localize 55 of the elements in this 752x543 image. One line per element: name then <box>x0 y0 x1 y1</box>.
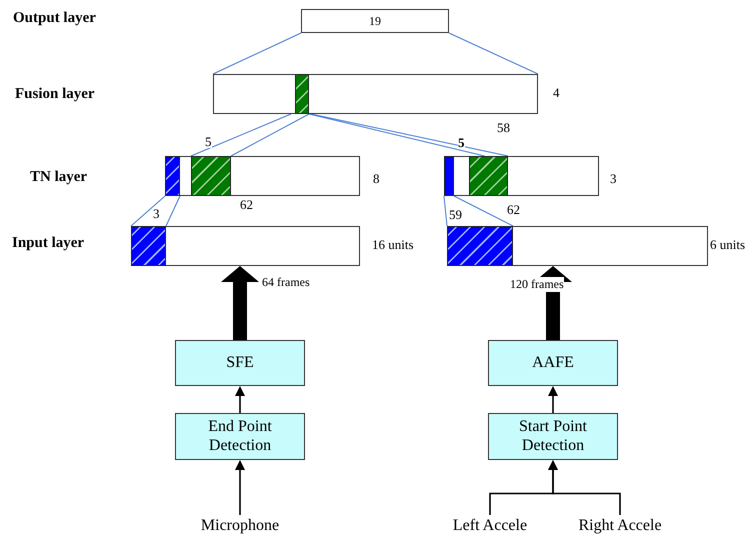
process-box <box>488 340 618 386</box>
source-label: Microphone <box>190 515 290 537</box>
hatched-unit-block <box>446 226 513 266</box>
block-arrow <box>221 266 259 340</box>
connection-line <box>448 32 538 74</box>
connection-line <box>230 114 310 156</box>
unit-count: 5 <box>458 136 464 149</box>
layer-box <box>165 156 360 196</box>
process-label: Start Point Detection <box>518 418 588 455</box>
layer-box <box>213 74 538 114</box>
source-label: Left Accele <box>440 515 540 537</box>
connection-line <box>454 196 514 226</box>
connection-line <box>212 32 302 74</box>
unit-count: 6 units <box>710 237 746 253</box>
unit-count: 8 <box>373 171 380 187</box>
process-label: End Point Detection <box>207 418 273 455</box>
hatched-unit-block <box>130 226 166 266</box>
layer-box <box>447 226 708 266</box>
layer-label: Input layer <box>12 237 84 250</box>
process-box <box>488 413 618 460</box>
arrow <box>548 460 621 515</box>
layer-label: Output layer <box>13 12 96 25</box>
connection-line <box>130 196 166 226</box>
unit-count: 62 <box>240 198 253 211</box>
connection-line <box>166 196 180 226</box>
connection-line <box>190 114 292 156</box>
hatched-unit-block <box>294 74 309 114</box>
layer-box <box>301 9 449 33</box>
connection-line <box>444 196 448 226</box>
unit-count: 59 <box>449 208 462 221</box>
layer-label: Fusion layer <box>15 88 95 101</box>
unit-count: 4 <box>553 85 560 101</box>
arrow <box>548 386 558 413</box>
hatched-unit-block <box>468 156 508 196</box>
unit-count: 16 units <box>372 237 414 253</box>
layer-label: TN layer <box>30 171 88 184</box>
hatched-unit-block <box>164 156 180 196</box>
edge-label: 120 frames <box>510 277 564 292</box>
process-box <box>175 413 305 460</box>
unit-count: 58 <box>497 121 510 134</box>
arrow <box>235 386 245 413</box>
layer-box <box>444 156 599 196</box>
unit-block <box>444 156 454 196</box>
process-box <box>175 340 305 386</box>
unit-count: 62 <box>507 203 520 216</box>
layer-box <box>131 226 360 266</box>
hatched-unit-block <box>190 156 231 196</box>
process-label: AAFE <box>532 354 574 372</box>
unit-count: 3 <box>153 207 160 220</box>
arrow <box>235 460 245 515</box>
source-label: Right Accele <box>570 515 670 537</box>
unit-count: 19 <box>369 14 381 28</box>
unit-count: 5 <box>205 135 212 148</box>
unit-count: 3 <box>610 171 616 187</box>
process-label: SFE <box>226 354 254 372</box>
